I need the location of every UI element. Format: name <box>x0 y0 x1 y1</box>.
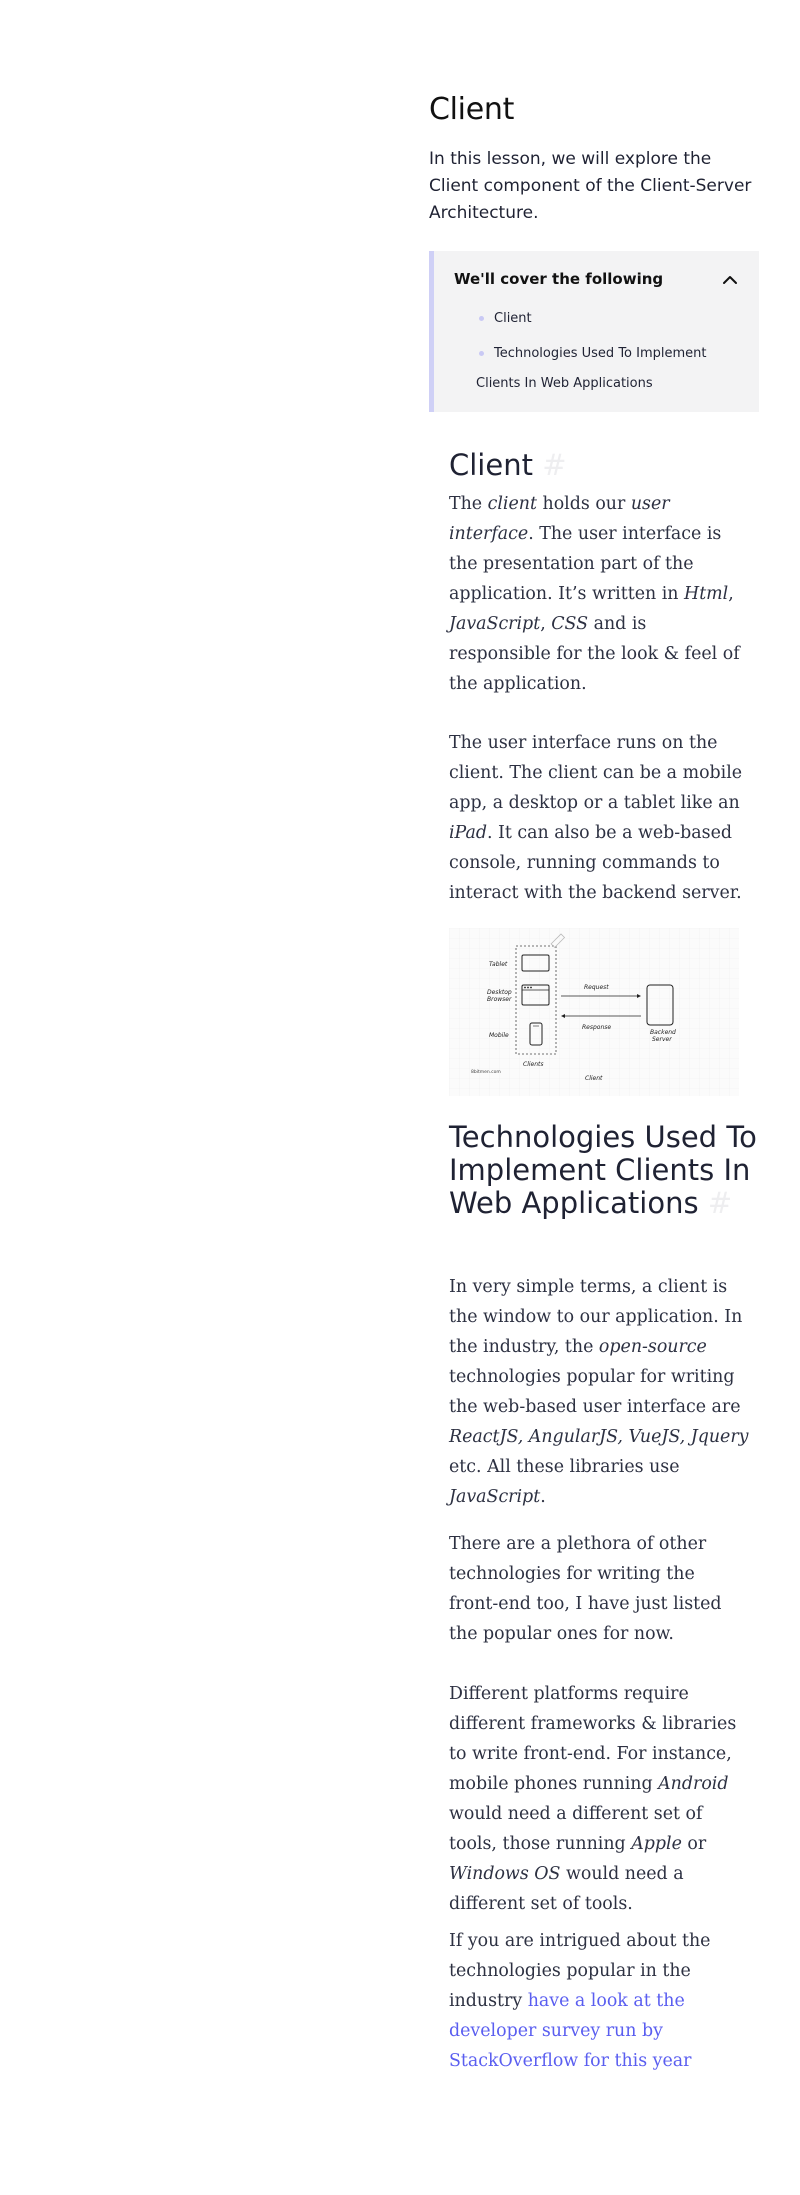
client-server-diagram: Tablet Desktop Browser Mobile Clients Re… <box>449 928 739 1096</box>
section-heading-client: Client # <box>449 448 567 482</box>
diagram-watermark: 8bitmen.com <box>471 1069 501 1075</box>
diagram-label-clients: Clients <box>523 1061 544 1068</box>
section-heading-technologies: Technologies Used To Implement Clients I… <box>449 1121 759 1220</box>
toc-list: Client Technologies Used To Implement Cl… <box>476 304 734 399</box>
chevron-up-icon[interactable] <box>719 269 741 291</box>
request-arrow <box>561 994 641 998</box>
bullet-icon <box>479 351 484 356</box>
diagram-label-backend: Backend <box>650 1029 676 1036</box>
diagram-label-tablet: Tablet <box>489 961 508 968</box>
toc-header: We'll cover the following <box>454 270 664 288</box>
paragraph-tech-2: There are a plethora of other technologi… <box>449 1534 722 1644</box>
lesson-title: Client <box>429 92 515 127</box>
paragraph-tech-1: In very simple terms, a client is the wi… <box>449 1277 749 1507</box>
desktop-browser-icon <box>521 984 550 1006</box>
clients-group-box <box>515 945 557 1055</box>
toc-item-client[interactable]: Client <box>479 304 734 334</box>
tablet-icon <box>521 954 550 972</box>
diagram-label-mobile: Mobile <box>489 1032 509 1039</box>
anchor-link-icon[interactable]: # <box>542 448 567 482</box>
diagram-label-browser: Browser <box>487 996 512 1003</box>
bullet-icon <box>479 316 484 321</box>
heading-text: Client <box>449 448 533 482</box>
toc-item-label: Technologies Used To Implement Clients I… <box>476 346 707 391</box>
backend-server-icon <box>646 984 674 1026</box>
diagram-label-request: Request <box>584 984 609 991</box>
anchor-link-icon[interactable]: # <box>707 1186 733 1220</box>
diagram-label-desktop: Desktop <box>487 989 512 996</box>
pencil-icon <box>550 933 566 949</box>
paragraph-tech-4: If you are intrigued about the technolog… <box>449 1931 711 2071</box>
stackoverflow-survey-link[interactable]: have a look at the developer survey run … <box>449 1991 692 2071</box>
diagram-label-server: Server <box>652 1036 672 1043</box>
paragraph-tech-3: Different platforms require different fr… <box>449 1684 737 1914</box>
heading-text: Technologies Used To Implement Clients I… <box>449 1120 757 1220</box>
toc-item-technologies[interactable]: Technologies Used To Implement Clients I… <box>476 339 734 399</box>
table-of-contents: We'll cover the following Client Technol… <box>429 251 759 412</box>
paragraph-client-2: The user interface runs on the client. T… <box>449 733 743 903</box>
lesson-description: In this lesson, we will explore the Clie… <box>429 149 752 223</box>
diagram-label-client: Client <box>585 1075 603 1082</box>
paragraph-client-1: The client holds our user interface. The… <box>449 494 740 694</box>
mobile-phone-icon <box>529 1022 543 1046</box>
response-arrow <box>561 1014 641 1018</box>
toc-item-label: Client <box>494 311 532 326</box>
diagram-label-response: Response <box>582 1024 611 1031</box>
